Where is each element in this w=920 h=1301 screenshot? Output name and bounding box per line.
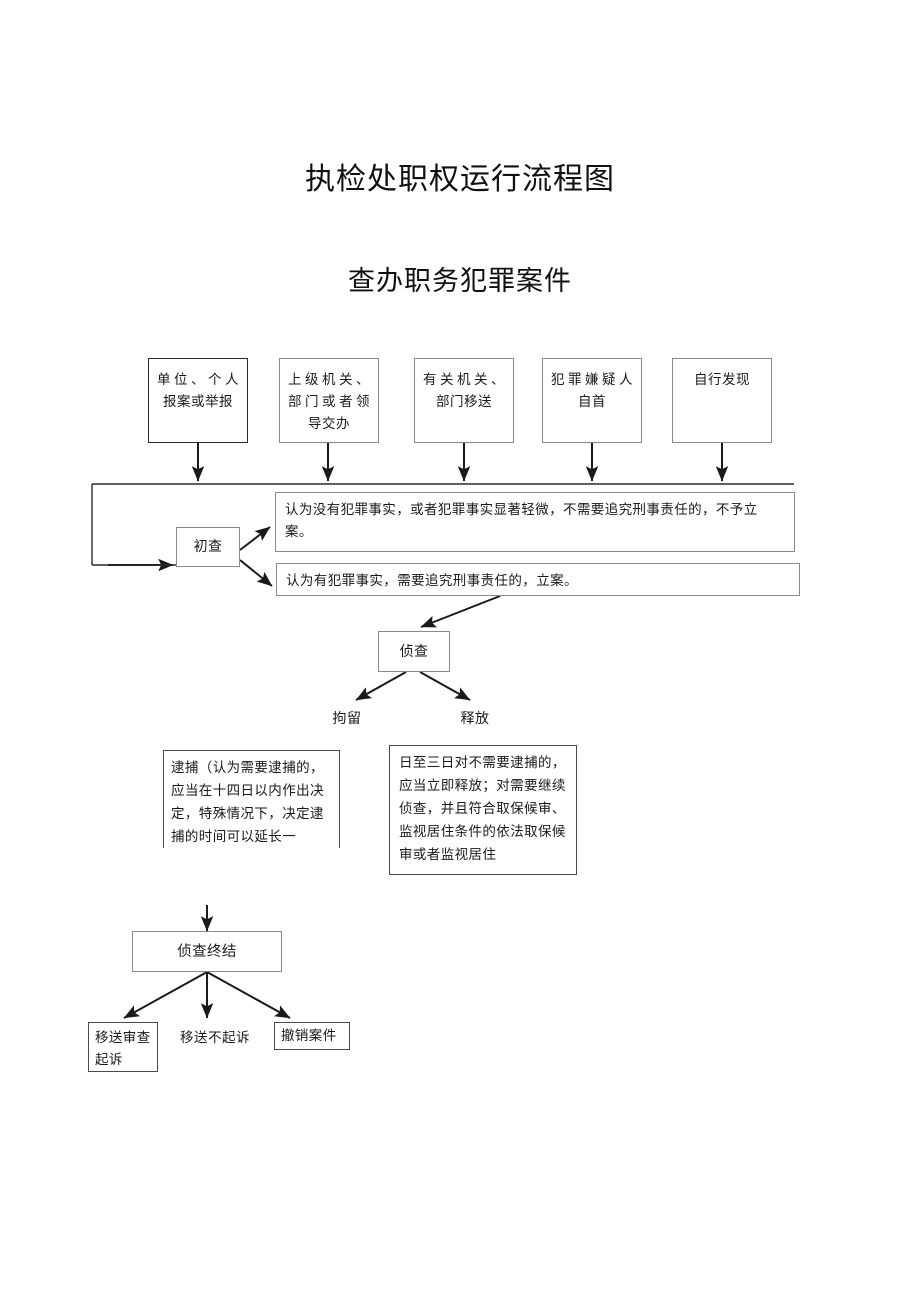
- source-box-self-discovery-label: 自行发现: [694, 372, 750, 388]
- note-release-text: 日至三日对不需要逮捕的，应当立即释放；对需要继续侦查，并且符合取保候审、监视居住…: [399, 755, 566, 863]
- outcome-case-withdrawn[interactable]: 撤销案件: [274, 1022, 350, 1050]
- decision-open-case-text: 认为有犯罪事实，需要追究刑事责任的，立案。: [286, 573, 578, 589]
- outcome-transfer-for-prosecution-label: 移送审查起诉: [95, 1030, 151, 1068]
- source-box-assigned[interactable]: 上级机关、部门或者领导交办: [279, 358, 379, 443]
- note-arrest[interactable]: 逮捕（认为需要逮捕的，应当在十四日以内作出决定，特殊情况下，决定逮捕的时间可以延…: [163, 750, 340, 848]
- decision-open-case[interactable]: 认为有犯罪事实，需要追究刑事责任的，立案。: [276, 563, 800, 596]
- source-box-assigned-label: 上级机关、部门或者领导交办: [288, 372, 370, 432]
- source-box-report[interactable]: 单位、个人报案或举报: [148, 358, 248, 443]
- decision-no-case-text: 认为没有犯罪事实，或者犯罪事实显著轻微，不需要追究刑事责任的，不予立案。: [285, 502, 758, 540]
- stage-investigation-label: 侦查: [399, 643, 429, 660]
- source-box-transferred-label: 有关机关、部门移送: [423, 372, 505, 410]
- source-box-transferred[interactable]: 有关机关、部门移送: [414, 358, 514, 443]
- source-box-surrender-label: 犯罪嫌疑人自首: [551, 372, 633, 410]
- stage-investigation-closed[interactable]: 侦查终结: [132, 931, 282, 972]
- decision-no-case[interactable]: 认为没有犯罪事实，或者犯罪事实显著轻微，不需要追究刑事责任的，不予立案。: [275, 492, 795, 552]
- source-box-surrender[interactable]: 犯罪嫌疑人自首: [542, 358, 642, 443]
- label-detention: 拘留: [332, 711, 362, 727]
- stage-investigation-closed-label: 侦查终结: [177, 943, 237, 960]
- page-subtitle: 查办职务犯罪案件: [348, 266, 572, 297]
- stage-investigation[interactable]: 侦查: [378, 631, 450, 672]
- note-arrest-text: 逮捕（认为需要逮捕的，应当在十四日以内作出决定，特殊情况下，决定逮捕的时间可以延…: [171, 760, 324, 845]
- outcome-transfer-for-prosecution[interactable]: 移送审查起诉: [88, 1022, 158, 1072]
- note-release[interactable]: 日至三日对不需要逮捕的，应当立即释放；对需要继续侦查，并且符合取保候审、监视居住…: [389, 745, 577, 875]
- label-release: 释放: [460, 711, 490, 727]
- outcome-case-withdrawn-label: 撤销案件: [281, 1028, 337, 1044]
- source-box-self-discovery[interactable]: 自行发现: [672, 358, 772, 443]
- stage-preliminary-review-label: 初查: [193, 539, 223, 555]
- page-title: 执检处职权运行流程图: [305, 162, 615, 197]
- source-box-report-label: 单位、个人报案或举报: [157, 372, 239, 410]
- stage-preliminary-review[interactable]: 初查: [176, 527, 240, 567]
- outcome-transfer-non-prosecution: 移送不起诉: [180, 1030, 250, 1046]
